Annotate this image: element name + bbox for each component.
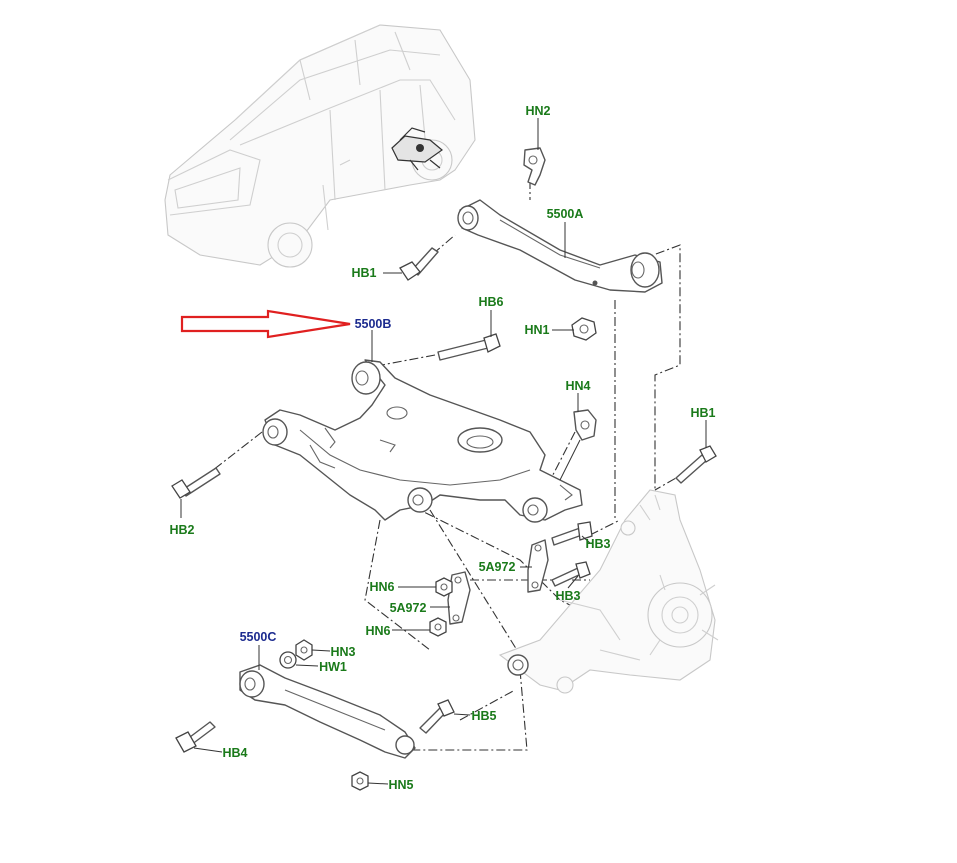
hn2-bracket (523, 147, 546, 186)
hub-knuckle (498, 489, 719, 694)
label-hn5: HN5 (388, 778, 413, 792)
hb2-bolt (171, 467, 221, 499)
label-5500c: 5500C (240, 630, 277, 644)
leader-lines (180, 118, 707, 785)
label-hb3-bottom: HB3 (555, 589, 580, 603)
hn3-nut (295, 639, 313, 661)
hn4-bracket (559, 409, 597, 481)
vehicle-illustration (164, 24, 476, 268)
red-outline-arrow-icon (180, 309, 351, 339)
hw1-washer (279, 651, 297, 669)
label-5a972-a: 5A972 (479, 560, 516, 574)
hb3-bottom-bolt (551, 561, 591, 587)
hb6-bolt (437, 333, 501, 361)
label-5500b: 5500B (355, 317, 392, 331)
label-hn2: HN2 (525, 104, 550, 118)
label-hn6-a: HN6 (369, 580, 394, 594)
hb1-right-bolt (675, 445, 717, 484)
label-hb5: HB5 (471, 709, 496, 723)
link-5a972-a (527, 539, 549, 593)
label-hb3-top: HB3 (585, 537, 610, 551)
hn5-nut (351, 771, 369, 791)
part-labels: HN2 5500A HB1 HB6 HN1 5500B HN4 HB1 HB2 … (169, 104, 715, 792)
hb1-top-bolt (399, 247, 439, 281)
label-hb4: HB4 (222, 746, 247, 760)
hn6-nut-b (429, 617, 447, 637)
label-hn3: HN3 (330, 645, 355, 659)
label-hb1-right: HB1 (690, 406, 715, 420)
subframe-5500b (262, 359, 583, 523)
hn1-nut (571, 317, 597, 341)
vehicle-suspension-highlight (391, 127, 443, 171)
label-hn1: HN1 (524, 323, 549, 337)
label-5500a: 5500A (547, 207, 584, 221)
hb4-bolt (175, 721, 216, 753)
hb3-top-bolt (551, 521, 593, 546)
label-hb6: HB6 (478, 295, 503, 309)
hb5-bolt (419, 699, 455, 734)
lower-arm-5500c (239, 664, 416, 759)
label-hn4: HN4 (565, 379, 590, 393)
label-hb2: HB2 (169, 523, 194, 537)
hn6-nut-a (435, 577, 453, 597)
upper-arm-5500a (457, 199, 663, 293)
label-5a972-b: 5A972 (390, 601, 427, 615)
link-5a972-b (447, 571, 471, 625)
label-hb1-top: HB1 (351, 266, 376, 280)
label-hn6-b: HN6 (365, 624, 390, 638)
label-hw1: HW1 (319, 660, 347, 674)
